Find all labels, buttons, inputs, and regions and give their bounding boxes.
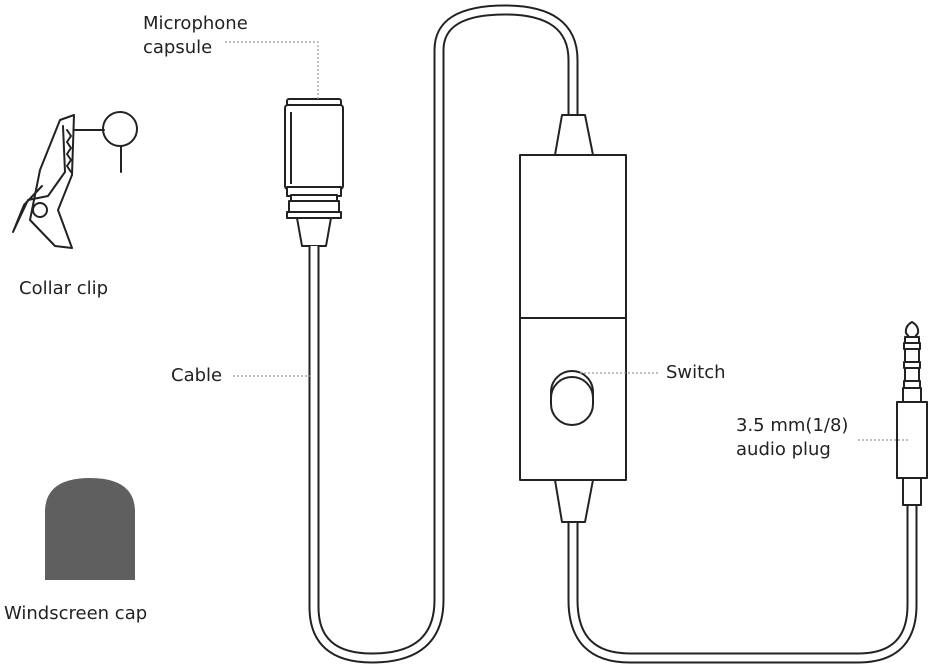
cable-line: [308, 4, 918, 664]
windscreen-cap-label: Windscreen cap: [4, 603, 148, 624]
microphone-capsule-label: Microphone capsule: [143, 12, 248, 60]
microphone-capsule-label-line1: Microphone: [143, 13, 248, 34]
windscreen-cap-icon: [45, 478, 135, 580]
audio-plug-icon: [896, 321, 928, 506]
audio-plug-label-line1: 3.5 mm(1/8): [736, 415, 849, 436]
audio-plug-label-line2: audio plug: [736, 439, 831, 460]
collar-clip-label: Collar clip: [19, 278, 109, 299]
collar-clip-icon: [12, 111, 138, 249]
switch-label: Switch: [666, 362, 726, 383]
microphone-capsule-label-line2: capsule: [143, 37, 213, 58]
switch-box-icon: [519, 114, 627, 523]
microphone-capsule-icon: [284, 98, 344, 247]
cable-label: Cable: [171, 365, 223, 386]
switch-slider-icon: [550, 370, 594, 426]
leader-lines: [225, 41, 908, 441]
audio-plug-label: 3.5 mm(1/8) audio plug: [736, 414, 848, 462]
